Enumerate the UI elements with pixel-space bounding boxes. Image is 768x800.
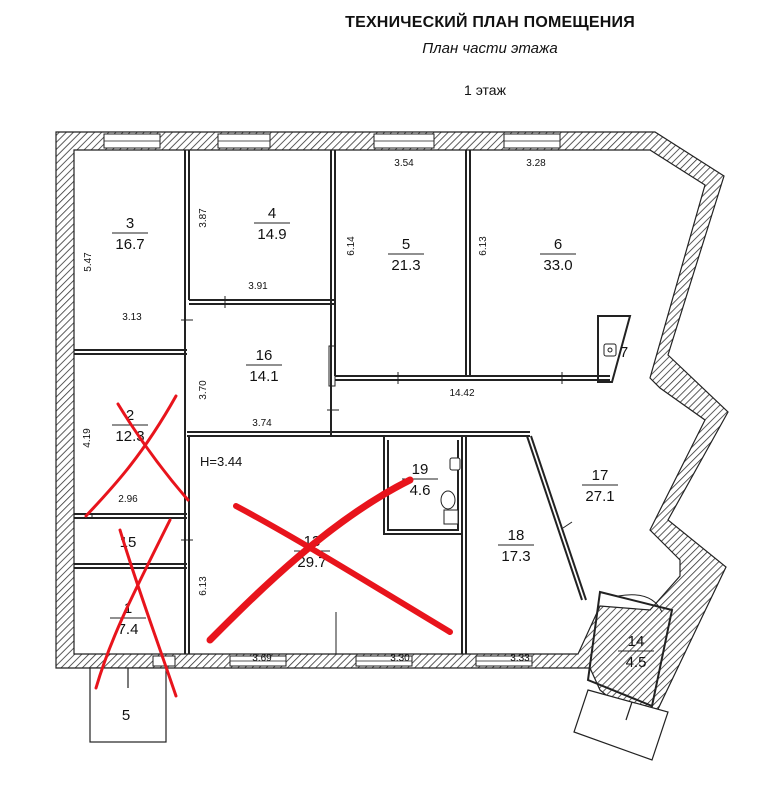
dimension-label: 3.30 (390, 653, 410, 664)
room-number: 14 (628, 633, 645, 650)
dimension-label: 2.96 (118, 494, 138, 505)
room-area: 4.6 (410, 482, 431, 499)
room-number: 6 (554, 236, 562, 253)
room-area: 16.7 (115, 236, 144, 253)
dimension-label: 3.70 (198, 380, 209, 400)
dimension-label: 6.13 (478, 236, 489, 256)
room-area: 7.4 (118, 621, 139, 638)
dimension-label: 3.33 (510, 653, 530, 664)
plan-subtitle: План части этажа (422, 40, 558, 57)
room-number: 2 (126, 407, 134, 424)
room-number: 5 (402, 236, 410, 253)
porch-5 (89, 667, 167, 743)
room-number: 3 (126, 215, 134, 232)
room-area: 17.3 (501, 548, 530, 565)
room-number: 4 (268, 205, 276, 222)
room-area: 33.0 (543, 257, 572, 274)
dimension-label: 3.91 (248, 281, 268, 292)
outer-wall (55, 131, 729, 731)
room-area: 27.1 (585, 488, 614, 505)
dimension-label: 3.54 (394, 158, 414, 169)
room-number: 18 (508, 527, 525, 544)
sink-fixture (449, 343, 617, 471)
dimension-label: 3.74 (252, 418, 272, 429)
room-number: 16 (256, 347, 273, 364)
room-area: 14.1 (249, 368, 278, 385)
dimension-label: 3.69 (252, 653, 272, 664)
plan-title: ТЕХНИЧЕСКИЙ ПЛАН ПОМЕЩЕНИЯ (345, 14, 635, 31)
toilet-fixture (440, 490, 459, 525)
dimension-label: 3.13 (122, 312, 142, 323)
room-number: 5 (122, 707, 130, 724)
room-number: 7 (620, 344, 628, 361)
room-area: 29.7 (297, 554, 326, 571)
room-area: 21.3 (391, 257, 420, 274)
dimension-label: 5.47 (83, 252, 94, 272)
dimension-label: 3.87 (198, 208, 209, 228)
dimension-label: 6.14 (346, 236, 357, 256)
floor-label: 1 этаж (464, 82, 506, 98)
dimension-label: 4.19 (82, 428, 93, 448)
ceiling-height-label: H=3.44 (200, 454, 242, 469)
porch-14 (573, 689, 669, 761)
dimension-label: 3.28 (526, 158, 546, 169)
room-area: 4.5 (626, 654, 647, 671)
doors (91, 296, 663, 654)
red-cross-marks (84, 394, 453, 698)
internal-walls (74, 150, 674, 708)
room-number: 19 (412, 461, 429, 478)
dimension-label: 14.42 (449, 388, 474, 399)
room-area: 14.9 (257, 226, 286, 243)
dimension-label: 6.13 (198, 576, 209, 596)
room-number: 17 (592, 467, 609, 484)
